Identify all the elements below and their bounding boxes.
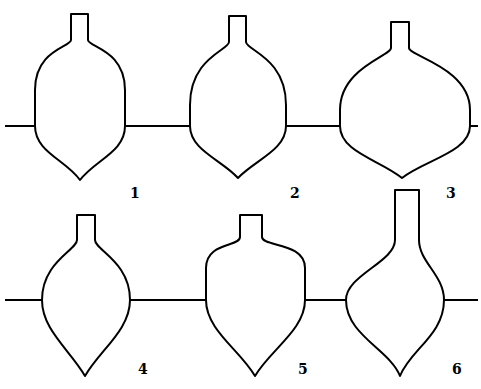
callout-number: 3: [446, 186, 456, 200]
flask-outline: [206, 215, 305, 376]
callout-number: 4: [138, 362, 148, 376]
callout-number: 1: [130, 186, 140, 200]
flask-outline: [35, 14, 125, 180]
flask-outline: [42, 215, 130, 376]
callout-number: 6: [452, 362, 462, 376]
callout-number: 5: [298, 362, 308, 376]
flask-outline: [340, 22, 470, 178]
callout-number: 2: [290, 186, 300, 200]
flask-outline: [346, 190, 444, 376]
flask-outline: [190, 16, 286, 178]
baseline: [5, 126, 478, 300]
